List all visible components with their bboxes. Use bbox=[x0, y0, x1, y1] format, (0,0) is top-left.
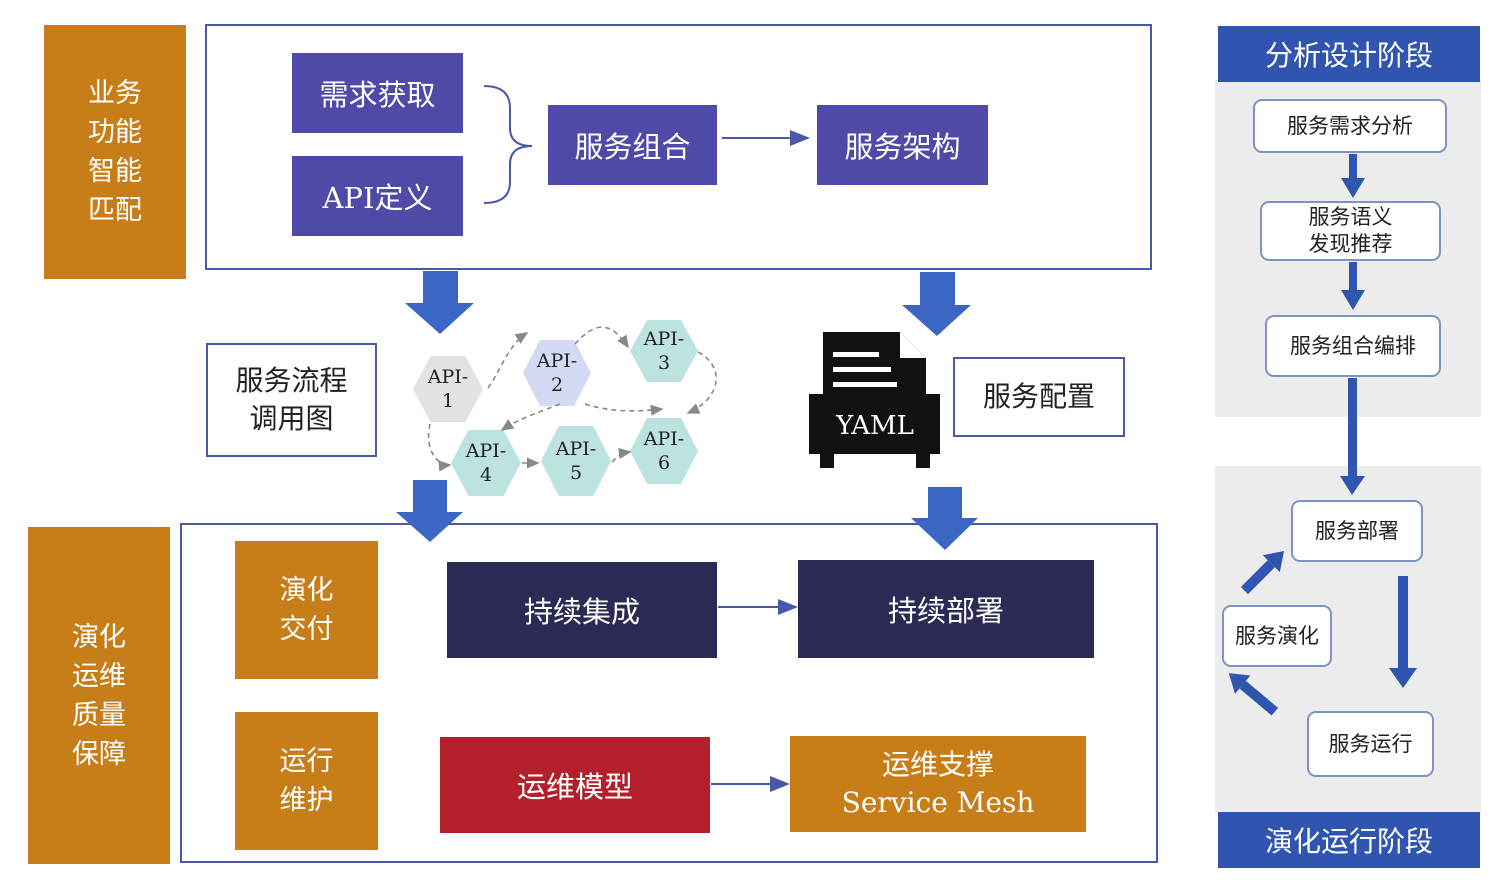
ops-model-box: 运维模型 bbox=[440, 737, 710, 833]
yaml-file-icon: YAML bbox=[809, 332, 940, 468]
service-architecture-box: 服务架构 bbox=[817, 105, 988, 185]
service-process-call-graph-label: 服务流程 调用图 bbox=[206, 343, 377, 457]
service-requirement-analysis-box: 服务需求分析 bbox=[1253, 99, 1447, 153]
run-maintenance-label: 运行 维护 bbox=[235, 712, 378, 850]
service-deployment-box: 服务部署 bbox=[1291, 500, 1423, 562]
api-definition-box: API定义 bbox=[292, 156, 463, 236]
right-flow-arrows bbox=[1228, 154, 1417, 716]
evolution-delivery-label: 演化 交付 bbox=[235, 541, 378, 679]
yaml-label: YAML bbox=[835, 411, 914, 441]
down-arrow-icon bbox=[396, 480, 463, 542]
service-evolution-box: 服务演化 bbox=[1222, 605, 1332, 667]
bottom-frame bbox=[180, 523, 1158, 863]
design-stage-banner: 分析设计阶段 bbox=[1218, 26, 1480, 82]
curly-brace-icon bbox=[483, 85, 533, 204]
run-stage-banner: 演化运行阶段 bbox=[1218, 812, 1480, 868]
semantic-discovery-box: 服务语义 发现推荐 bbox=[1260, 201, 1441, 261]
service-composition-box: 服务组合 bbox=[548, 105, 717, 185]
service-configuration-label: 服务配置 bbox=[953, 357, 1125, 437]
business-function-matching-label: 业务 功能 智能 匹配 bbox=[44, 25, 186, 279]
down-arrow-icon bbox=[902, 272, 971, 336]
top-frame bbox=[205, 24, 1152, 270]
down-arrow-icon bbox=[405, 271, 474, 334]
evolution-ops-quality-label: 演化 运维 质量 保障 bbox=[28, 527, 170, 864]
service-orchestration-box: 服务组合编排 bbox=[1265, 315, 1441, 377]
continuous-integration-box: 持续集成 bbox=[447, 562, 717, 658]
service-run-box: 服务运行 bbox=[1307, 711, 1434, 777]
api-5-node: API- 5 bbox=[541, 426, 611, 496]
down-arrow-icon bbox=[911, 487, 978, 550]
requirement-acquisition-box: 需求获取 bbox=[292, 53, 463, 133]
ops-support-service-mesh-box: 运维支撑 Service Mesh bbox=[790, 736, 1086, 832]
continuous-deployment-box: 持续部署 bbox=[798, 560, 1094, 658]
